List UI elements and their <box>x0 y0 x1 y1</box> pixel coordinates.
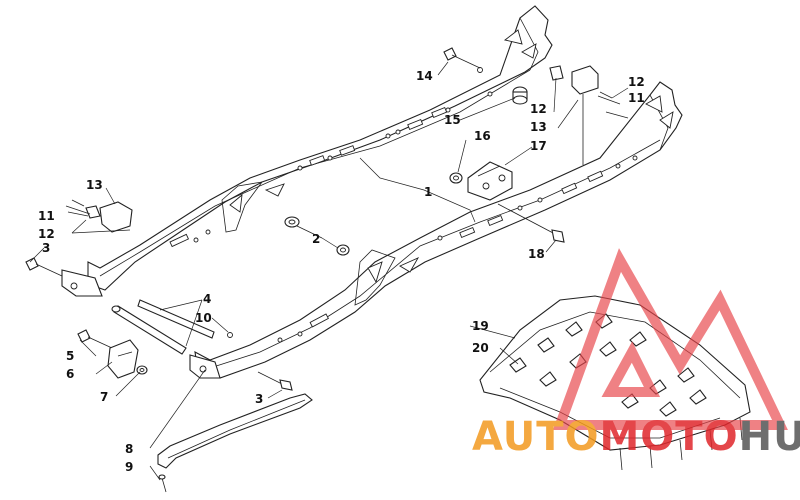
stop-block-left <box>65 199 133 233</box>
callout-5: 5 <box>66 349 74 363</box>
callout-2: 2 <box>312 232 320 246</box>
bolt-3-right <box>257 371 293 391</box>
watermark-text: AUTOMOTOHUB <box>472 414 800 460</box>
spacers <box>284 216 350 256</box>
leader-lines <box>29 61 629 481</box>
callout-14: 14 <box>416 69 433 83</box>
callout-20: 20 <box>472 341 489 355</box>
bolt-18 <box>497 203 565 243</box>
bolt-5 <box>77 329 113 349</box>
nut-16 <box>449 172 463 184</box>
block-6 <box>107 339 139 379</box>
callout-8: 8 <box>125 442 133 456</box>
rail-far <box>61 5 553 297</box>
rail-near <box>189 81 683 379</box>
watermark-word-moto: MOTO <box>600 414 739 460</box>
callout-4: 4 <box>203 292 211 306</box>
callout-13-right: 13 <box>530 120 547 134</box>
stop-block-right <box>549 65 629 165</box>
watermark-word-auto: AUTO <box>472 414 600 460</box>
callout-18: 18 <box>528 247 545 261</box>
callout-7: 7 <box>100 390 108 404</box>
callout-11-left: 11 <box>38 209 55 223</box>
callout-17: 17 <box>530 139 547 153</box>
callout-3-right: 3 <box>255 392 263 406</box>
callout-11-right: 11 <box>628 91 645 105</box>
wear-strip <box>157 393 313 493</box>
callout-1: 1 <box>424 185 432 199</box>
callout-6: 6 <box>66 367 74 381</box>
callout-16: 16 <box>474 129 491 143</box>
callout-13-left: 13 <box>86 178 103 192</box>
bushing-15 <box>512 86 528 105</box>
callout-12-mid: 12 <box>530 102 547 116</box>
nut-7 <box>136 365 148 375</box>
cross-shaft <box>111 299 233 355</box>
bolt-14 <box>443 47 481 69</box>
callout-labels: 1 2 3 3 4 5 6 7 8 9 10 11 11 12 12 12 13… <box>38 69 645 474</box>
bracket-17 <box>467 161 513 201</box>
callout-9: 9 <box>125 460 133 474</box>
watermark-word-hub: HUB <box>739 414 800 460</box>
watermark: AUTOMOTOHUB <box>472 248 800 460</box>
callout-3-left: 3 <box>42 241 50 255</box>
watermark-logo-icon <box>552 248 788 430</box>
callout-12-left: 12 <box>38 227 55 241</box>
callout-12-right: 12 <box>628 75 645 89</box>
callout-19: 19 <box>472 319 489 333</box>
callout-10: 10 <box>195 311 212 325</box>
bolt-3-left <box>25 257 63 277</box>
callout-15: 15 <box>444 113 461 127</box>
